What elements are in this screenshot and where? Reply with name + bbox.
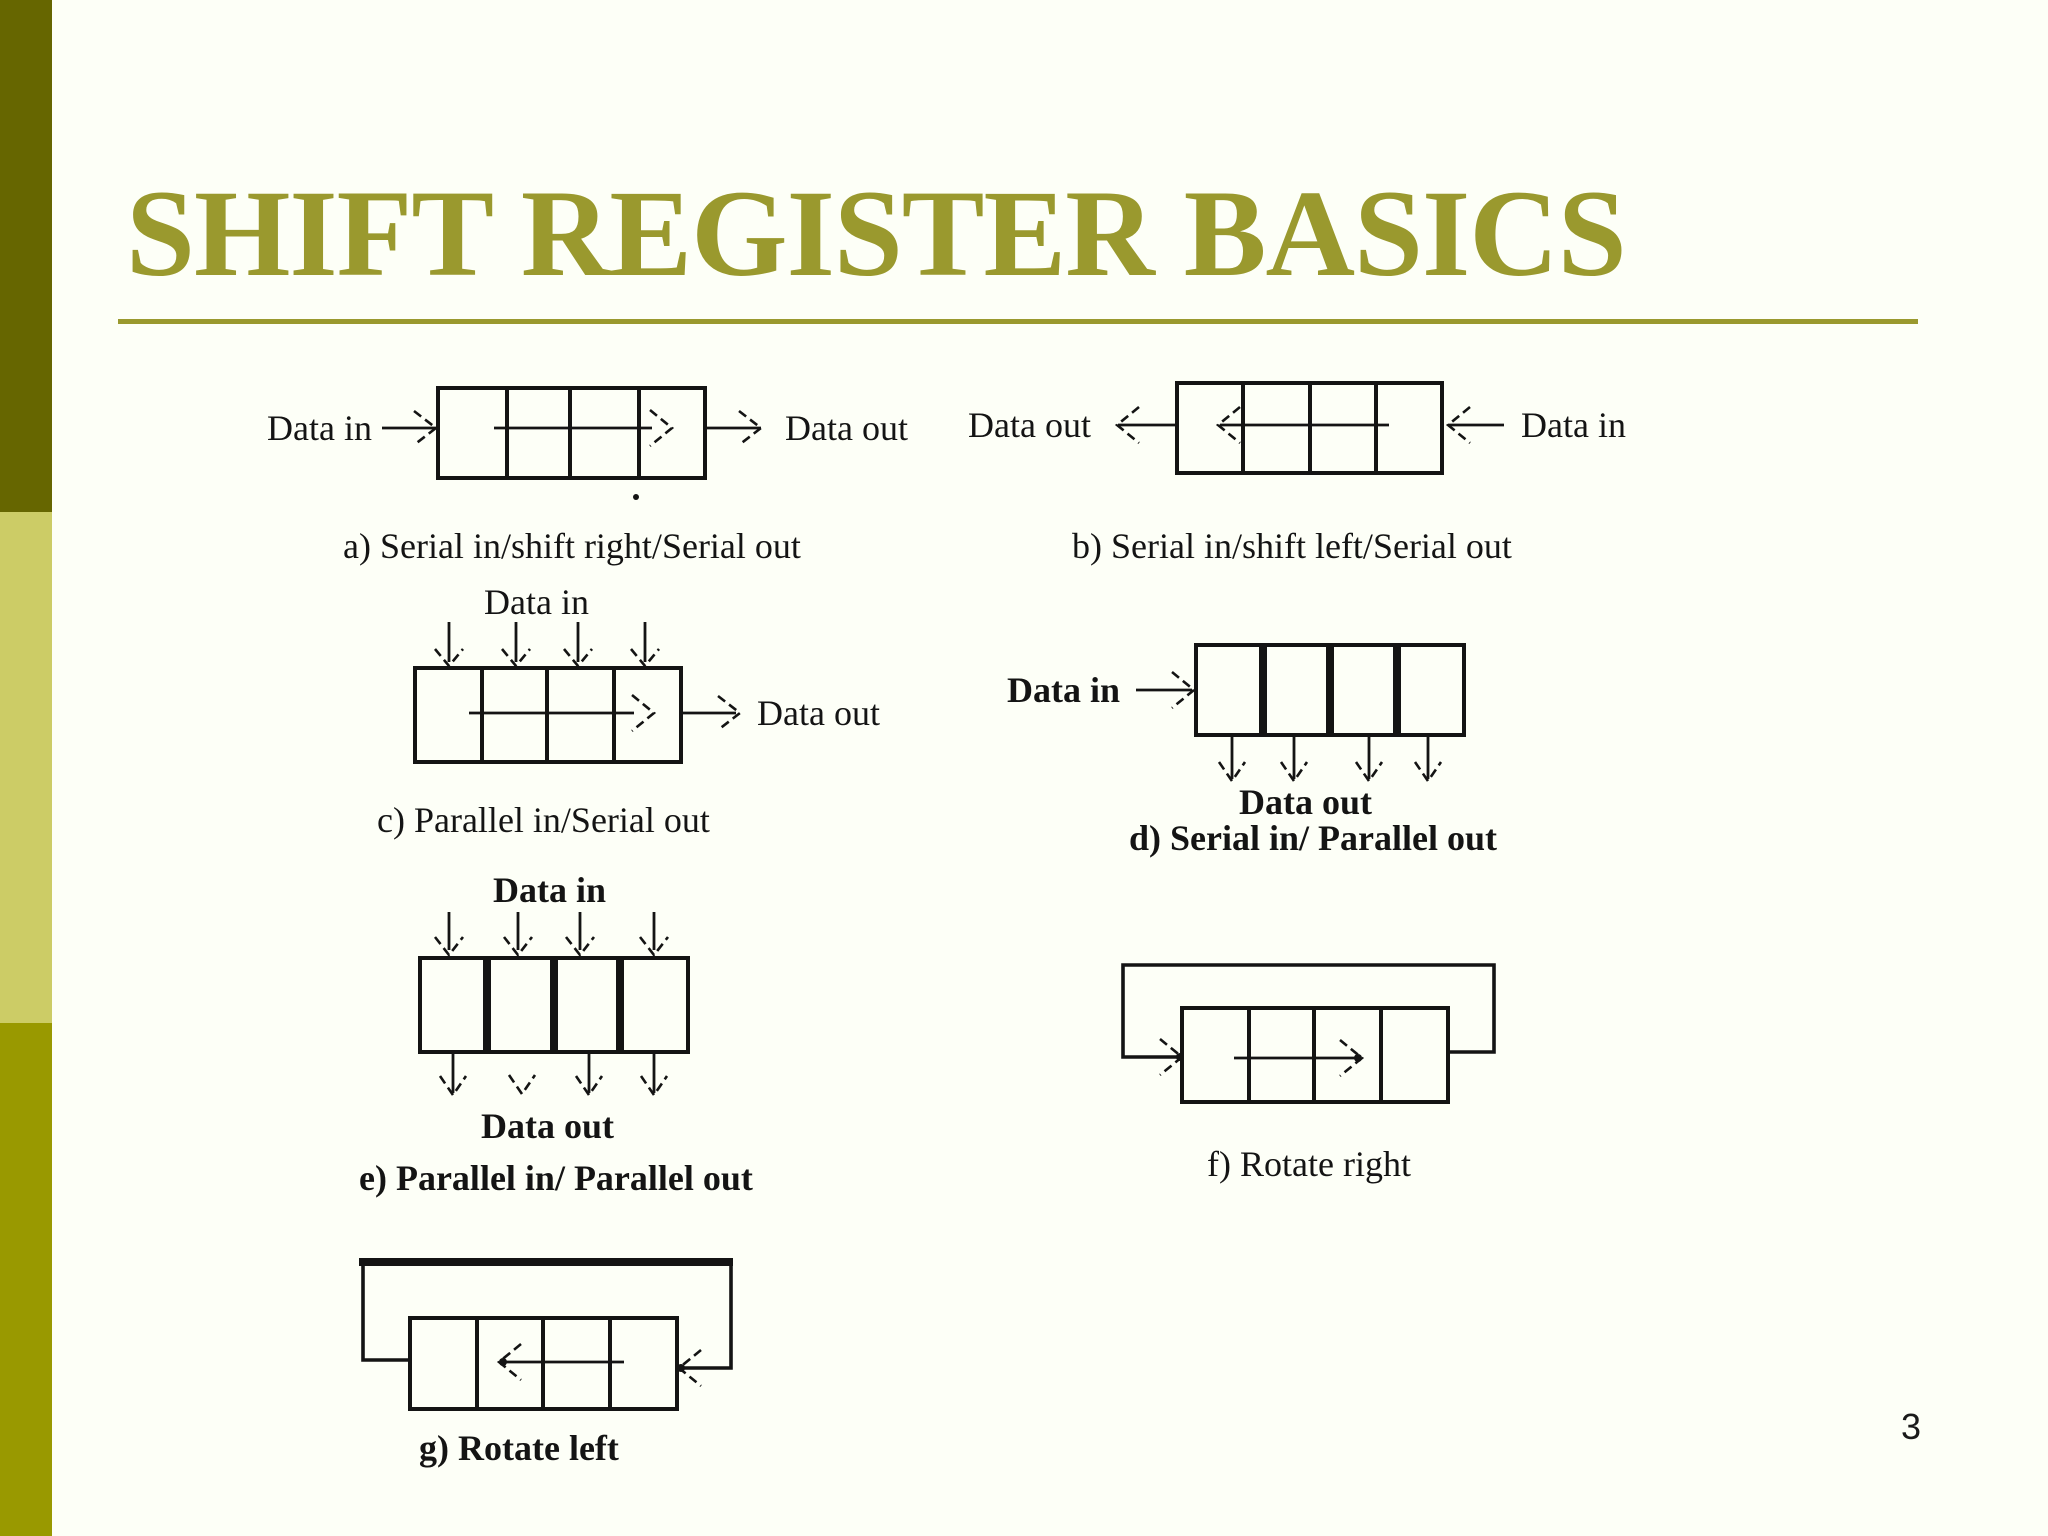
feedback-loop-left bbox=[361, 1266, 410, 1362]
caption-d: d) Serial in/ Parallel out bbox=[1129, 818, 1497, 858]
caption-a: a) Serial in/shift right/Serial out bbox=[343, 526, 801, 566]
arrowhead-down-icon bbox=[500, 648, 532, 669]
arrowhead-left-icon bbox=[1215, 405, 1241, 445]
caption-b: b) Serial in/shift left/Serial out bbox=[1072, 526, 1512, 566]
arrowhead-down-icon bbox=[433, 648, 465, 669]
page-number: 3 bbox=[1901, 1406, 1922, 1447]
slide-title: SHIFT REGISTER BASICS bbox=[126, 165, 1627, 302]
data-in-label-d: Data in bbox=[1007, 670, 1121, 710]
caption-c: c) Parallel in/Serial out bbox=[377, 800, 710, 840]
data-in-label-b: Data in bbox=[1521, 405, 1626, 445]
register-cell bbox=[1397, 643, 1466, 737]
arrowhead-down-icon bbox=[1279, 761, 1309, 784]
arrowhead-down-icon bbox=[1217, 761, 1247, 784]
arrowhead-right-icon bbox=[717, 694, 743, 732]
data-in-label-a: Data in bbox=[267, 408, 372, 448]
arrowhead-down-icon bbox=[502, 936, 534, 958]
arrowhead-down-icon bbox=[639, 1075, 669, 1098]
arrow-tip-dot bbox=[1354, 1054, 1362, 1062]
feedback-loop-right bbox=[681, 1266, 733, 1370]
data-out-label-e: Data out bbox=[481, 1106, 614, 1146]
arrowhead-right-icon bbox=[631, 693, 657, 733]
diagram-c-graphic bbox=[413, 622, 743, 764]
register-cell bbox=[487, 956, 554, 1054]
register-cell bbox=[1263, 643, 1330, 737]
data-out-label-c: Data out bbox=[757, 693, 880, 733]
arrowhead-down-icon bbox=[1354, 761, 1384, 784]
diagram-f-graphic bbox=[1121, 963, 1496, 1104]
register-cell bbox=[1194, 643, 1263, 737]
sidebar-band-middle bbox=[0, 512, 52, 1023]
sidebar-band-bottom bbox=[0, 1023, 52, 1536]
arrowhead-down-icon bbox=[438, 1075, 468, 1098]
feedback-loop bbox=[1121, 963, 1496, 1059]
stray-dot bbox=[633, 494, 639, 500]
register-cell bbox=[554, 956, 620, 1054]
register-cell bbox=[620, 956, 690, 1054]
caption-e: e) Parallel in/ Parallel out bbox=[359, 1158, 753, 1198]
data-out-label-d: Data out bbox=[1239, 782, 1372, 822]
arrowhead-down-icon bbox=[562, 648, 594, 669]
register-cell bbox=[1330, 643, 1397, 737]
sidebar-band-top bbox=[0, 0, 52, 512]
arrowhead-right-icon bbox=[413, 409, 439, 447]
arrowhead-right-icon bbox=[649, 408, 675, 448]
arrowhead-down-icon bbox=[629, 648, 661, 669]
diagram-g-graphic bbox=[359, 1258, 733, 1411]
arrowhead-left-icon bbox=[1114, 405, 1140, 445]
arrowhead-down-icon bbox=[507, 1074, 537, 1097]
arrowhead-down-icon bbox=[564, 936, 596, 958]
arrowhead-down-icon bbox=[638, 936, 670, 958]
title-underline bbox=[118, 319, 1918, 324]
caption-f: f) Rotate right bbox=[1207, 1144, 1411, 1184]
diagram-b-graphic bbox=[1114, 381, 1504, 475]
arrow-tip-dot bbox=[499, 1358, 507, 1366]
diagram-d-graphic bbox=[1136, 643, 1466, 784]
data-out-label-a: Data out bbox=[785, 408, 908, 448]
arrowhead-right-icon bbox=[1171, 670, 1197, 710]
arrowhead-down-icon bbox=[433, 936, 465, 958]
register-cell bbox=[418, 956, 487, 1054]
caption-g: g) Rotate left bbox=[419, 1428, 619, 1468]
data-in-label-c: Data in bbox=[484, 582, 589, 622]
data-out-label-b: Data out bbox=[968, 405, 1091, 445]
diagram-a-graphic bbox=[382, 386, 764, 500]
data-in-label-e: Data in bbox=[493, 870, 607, 910]
arrowhead-down-icon bbox=[574, 1075, 604, 1098]
arrowhead-down-icon bbox=[1413, 761, 1443, 784]
arrowhead-left-icon bbox=[1445, 405, 1471, 445]
diagram-e-graphic bbox=[418, 912, 690, 1098]
arrowhead-right-icon bbox=[738, 409, 764, 447]
